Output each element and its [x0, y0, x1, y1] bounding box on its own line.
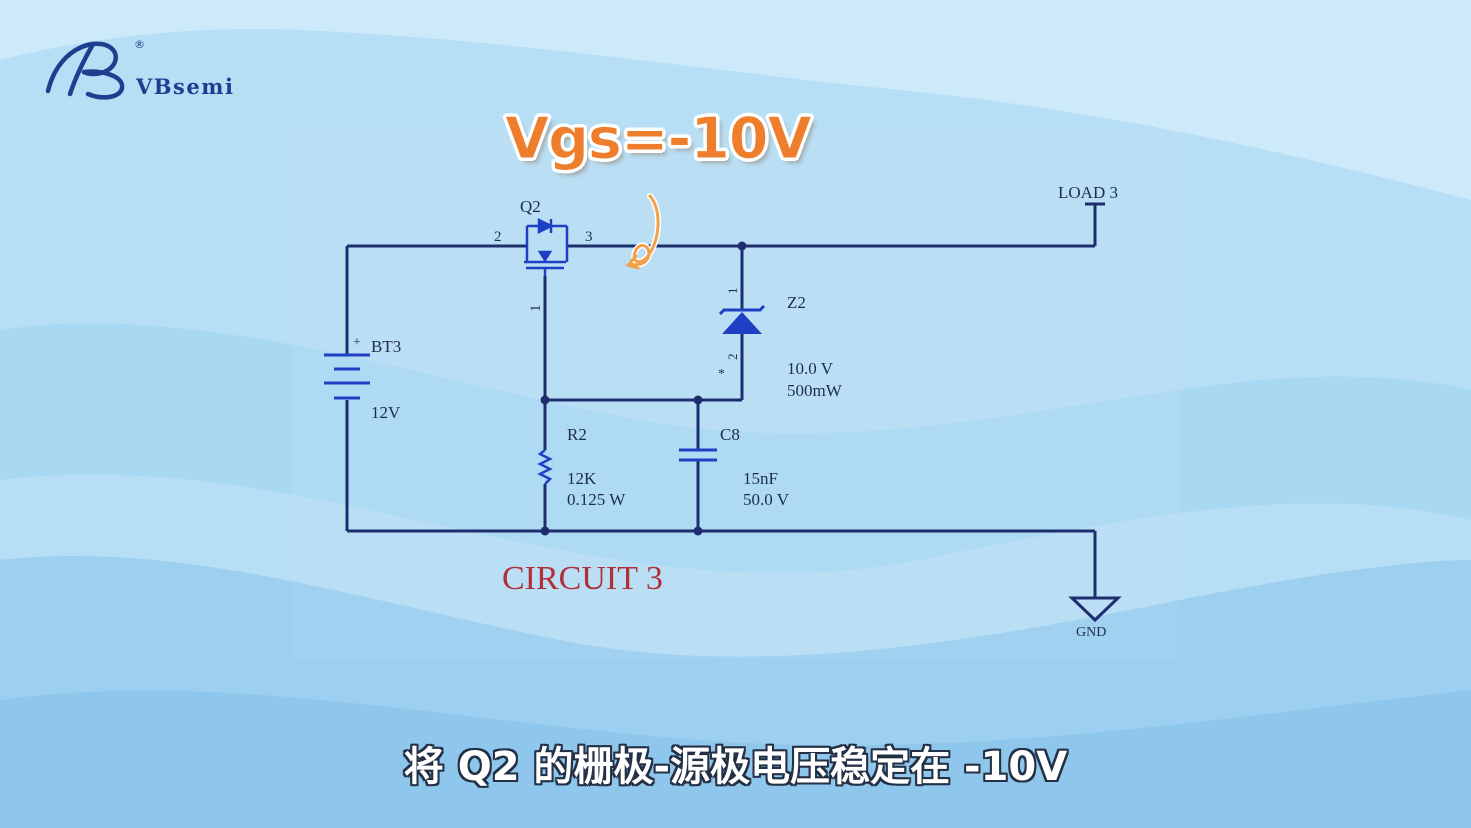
c8-capacitor-symbol [679, 448, 717, 462]
junction-dot [693, 395, 703, 405]
z2-power-label: 500mW [787, 381, 843, 400]
r2-resistance-label: 12K [567, 469, 597, 488]
junction-dot [737, 241, 747, 251]
c8-ref-label: C8 [720, 425, 740, 444]
junction-dot [540, 395, 550, 405]
bt3-value-label: 12V [371, 403, 401, 422]
z2-pin-1-label: 1 [725, 288, 740, 295]
bt3-battery-symbol [324, 353, 370, 400]
vbsemi-logo-icon [45, 41, 125, 100]
c8-voltage-label: 50.0 V [743, 490, 790, 509]
q2-mosfet-symbol [524, 217, 569, 276]
pointer-arrow-icon [625, 193, 662, 270]
brand-logo [40, 36, 270, 106]
ground-label: GND [1076, 625, 1106, 640]
brand-name: VBsemi [136, 74, 235, 99]
junction-dot [693, 526, 703, 536]
junctions [540, 241, 747, 536]
load-label: LOAD 3 [1058, 183, 1118, 202]
z2-zener-symbol [718, 304, 766, 334]
z2-pin-2-label: 2 [725, 354, 740, 361]
z2-voltage-label: 10.0 V [787, 359, 834, 378]
ground-icon [1068, 596, 1122, 623]
r2-power-label: 0.125 W [567, 490, 626, 509]
junction-dot [540, 526, 550, 536]
registered-mark: ® [134, 38, 145, 51]
z2-ref-label: Z2 [787, 293, 806, 312]
vgs-annotation: Vgs=-10V [505, 106, 813, 173]
q2-pin-2-label: 2 [494, 229, 502, 245]
q2-pin-1-label: 1 [528, 305, 544, 313]
circuit-title: CIRCUIT 3 [502, 560, 663, 597]
r2-ref-label: R2 [567, 425, 587, 444]
bt3-plus-label: + [353, 335, 361, 350]
q2-pin-3-label: 3 [585, 229, 593, 245]
c8-capacitance-label: 15nF [743, 469, 778, 488]
q2-ref-label: Q2 [520, 197, 541, 216]
video-subtitle: 将 Q2 的栅极-源极电压稳定在 -10V [403, 744, 1068, 790]
wires [345, 202, 1105, 598]
bt3-ref-label: BT3 [371, 337, 401, 356]
r2-resistor-symbol [537, 449, 553, 485]
z2-mark-label: * [718, 367, 725, 382]
